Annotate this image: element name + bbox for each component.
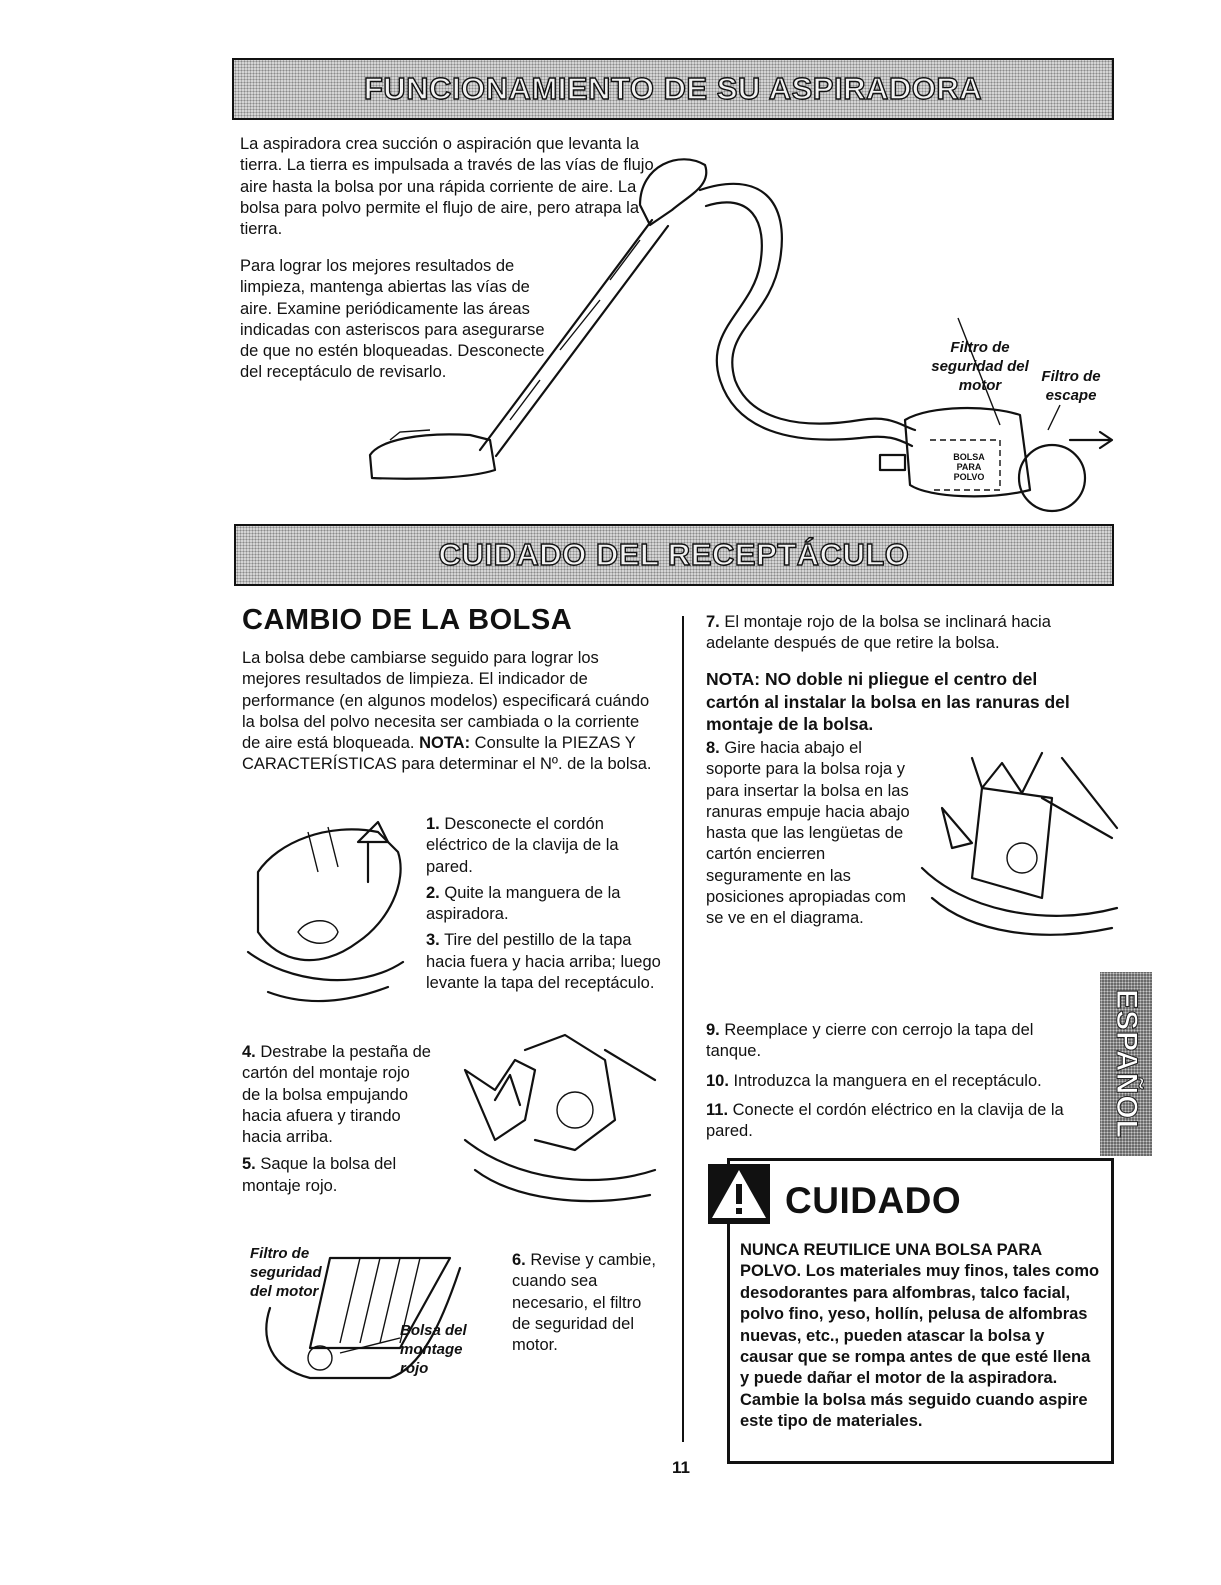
intro-paragraph-2: Para lograr los mejores resultados de li… [240,257,545,382]
figure-open-lid [246,820,405,1003]
figure-remove-bag [463,1033,657,1203]
section-banner-operation: FUNCIONAMIENTO DE SU ASPIRADORA [232,58,1114,120]
fig6-label-motor-filter: Filtro de seguridad del motor [250,1245,322,1300]
step-2: 2. Quite la manguera de la aspiradora. [426,883,621,924]
banner-title: FUNCIONAMIENTO DE SU ASPIRADORA [363,70,983,106]
section-heading-bag-change: CAMBIO DE LA BOLSA [242,604,573,636]
column-divider [682,616,684,1442]
step-1: 1. Desconecte el cordón eléctrico de la … [426,815,619,876]
step-list-1-3: 1. Desconecte el cordón eléctrico de la … [426,814,662,994]
caution-box [727,1158,1114,1464]
nota-warning: NOTA: NO doble ni pliegue el centro del … [706,668,1091,736]
step-8: 8. Gire hacia abajo el soporte para la b… [706,739,910,928]
intro-text-a: La bolsa debe cambiarse seguido para log… [242,649,650,753]
label-motor-safety-filter: Filtro de seguridad del motor [931,339,1029,394]
figure-insert-bag [920,751,1119,936]
step-4: 4. Destrabe la pestaña de cartón del mon… [242,1043,431,1147]
warning-triangle-icon [708,1164,770,1224]
caution-title: CUIDADO [785,1180,962,1221]
nota-text: NO doble ni pliegue el centro del cartón… [706,669,1070,734]
intro-paragraph-1: La aspiradora crea succión o aspiración … [240,135,654,239]
bag-change-intro: La bolsa debe cambiarse seguido para log… [242,648,660,776]
vacuum-airflow-diagram [368,158,1114,513]
label-dust-bag: BOLSA PARA POLVO [953,452,985,482]
figure-motor-filter [265,1256,462,1380]
intro-text-b: Consulte la PIEZAS Y CARACTERÍSTICAS par… [242,734,652,774]
language-tab-label: ESPAÑOL [1110,989,1144,1140]
language-tab: ESPAÑOL [1100,972,1152,1156]
step-list-4-5: 4. Destrabe la pestaña de cartón del mon… [242,1042,432,1197]
step-5: 5. Saque la bolsa del montaje rojo. [242,1155,397,1195]
page-number: 11 [672,1458,690,1477]
intro-nota-label: NOTA: [419,734,471,753]
nota-label: NOTA: [706,669,761,689]
section-banner-care: CUIDADO DEL RECEPTÁCULO [234,524,1114,586]
steps-9-11: 9. Reemplace y cierre con cerrojo la tap… [706,1020,1090,1142]
step-7: 7. El montaje rojo de la bolsa se inclin… [706,613,1051,653]
step-3: 3. Tire del pestillo de la tapa hacia fu… [426,931,661,993]
step-9: 9. Reemplace y cierre con cerrojo la tap… [706,1021,1034,1061]
step-10: 10. Introduzca la manguera en el receptá… [706,1071,1042,1090]
step-6: 6. Revise y cambie, cuando sea necesario… [512,1251,656,1355]
fig6-label-bag-mount: Bolsa del montage rojo [400,1322,467,1377]
step-11: 11. Conecte el cordón eléctrico en la cl… [706,1100,1064,1141]
caution-body: NUNCA REUTILICE UNA BOLSA PARA POLVO. Lo… [740,1241,1100,1431]
label-exhaust-filter: Filtro de escape [1041,368,1101,404]
banner-title: CUIDADO DEL RECEPTÁCULO [438,536,910,572]
